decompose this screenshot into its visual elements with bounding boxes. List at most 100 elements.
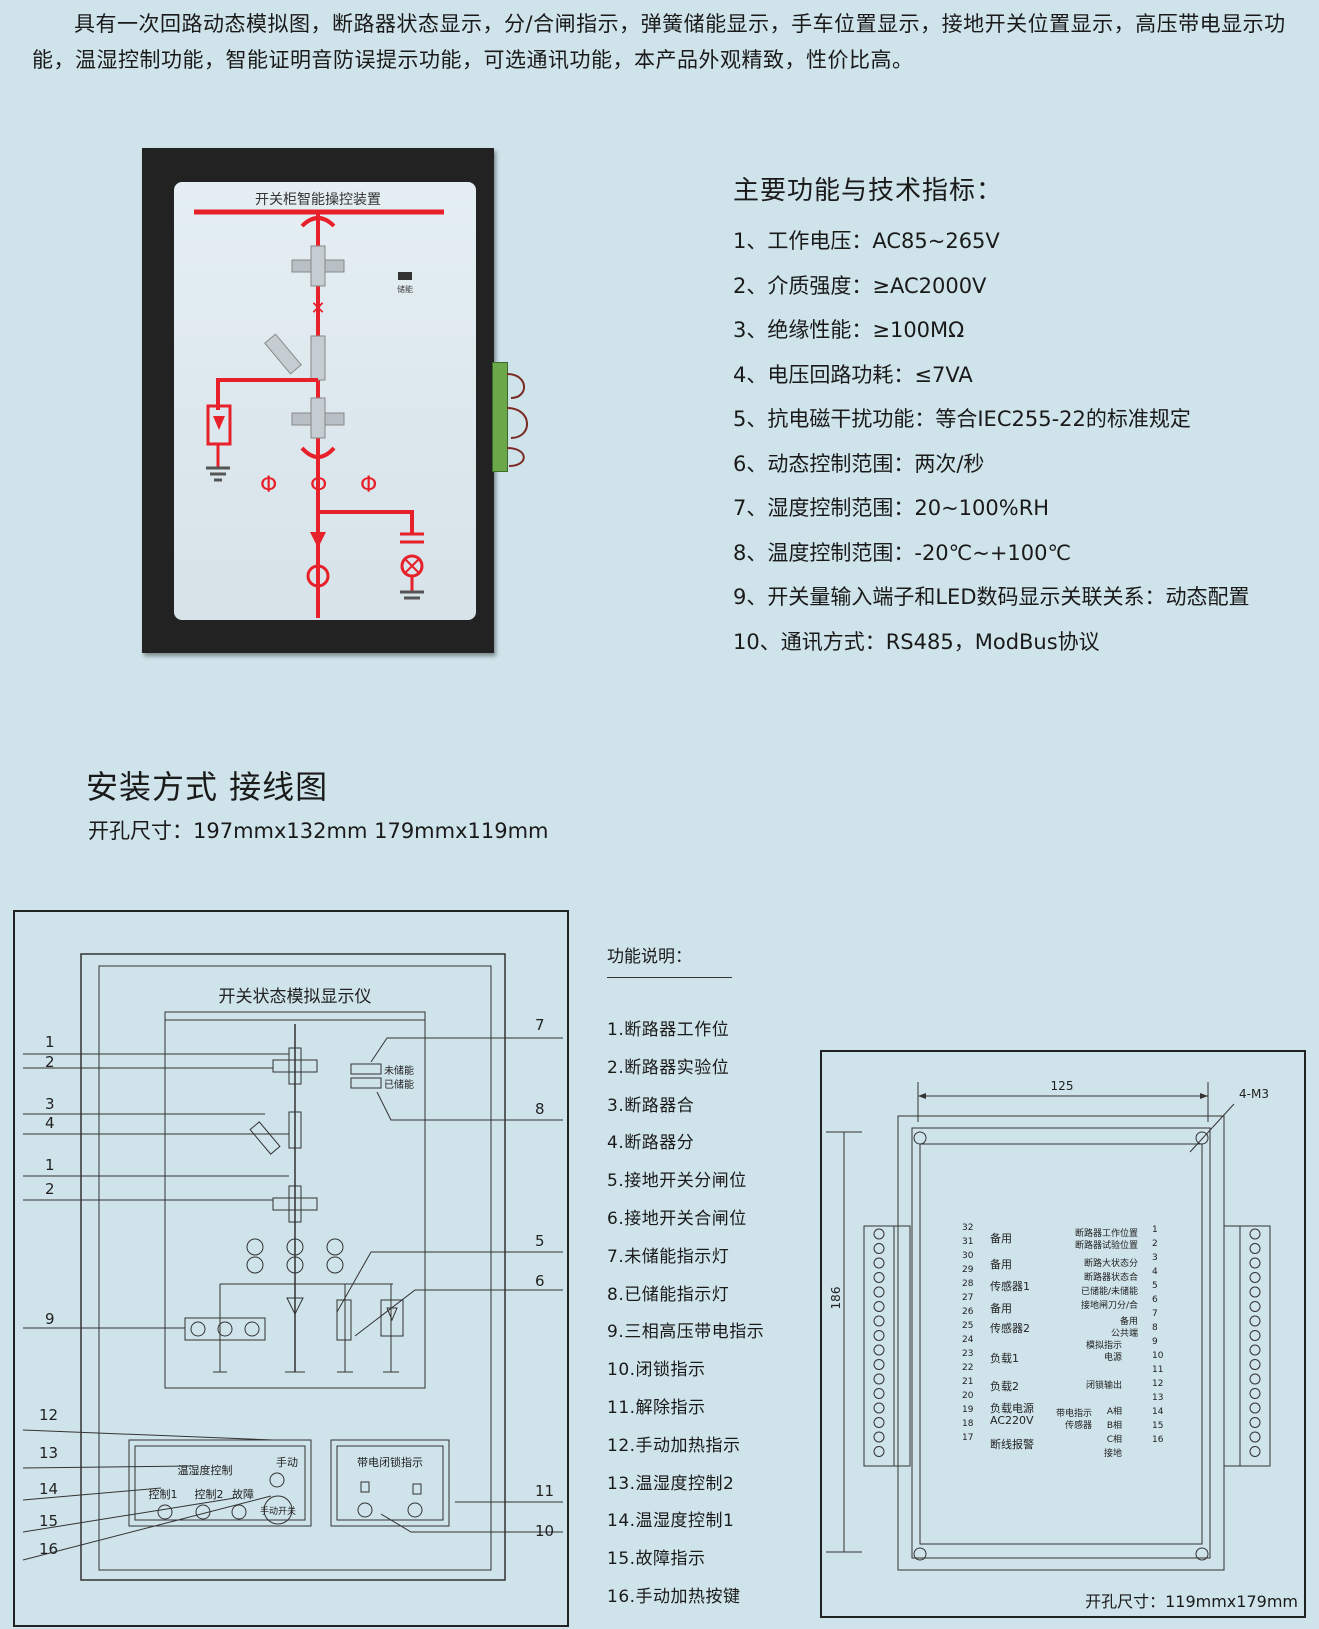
intro-paragraph: 具有一次回路动态模拟图，断路器状态显示，分/合闸指示，弹簧储能显示，手车位置显示… bbox=[32, 12, 1286, 72]
terminal-screw bbox=[1249, 1402, 1261, 1414]
num-label: 9 bbox=[45, 1310, 55, 1328]
term-label: 断路器状态合 bbox=[1084, 1271, 1138, 1283]
spec-title: 主要功能与技术指标： bbox=[733, 176, 1004, 206]
func-item: 15.故障指示 bbox=[607, 1549, 706, 1570]
spec-item: 6、动态控制范围：两次/秒 bbox=[733, 451, 985, 476]
term-label: 电源 bbox=[1104, 1351, 1122, 1363]
func-item: 14.温湿度控制1 bbox=[607, 1511, 735, 1532]
temp-ctrl-label: 温湿度控制 bbox=[178, 1463, 233, 1477]
svg-text:✕: ✕ bbox=[310, 298, 325, 319]
term-num: 5 bbox=[1152, 1281, 1158, 1291]
term-num: 17 bbox=[962, 1433, 973, 1443]
func-item: 3.断路器合 bbox=[607, 1095, 695, 1116]
wiring-diagram: 开关状态模拟显示仪 未储能 已储能 bbox=[13, 910, 569, 1627]
func-item: 6.接地开关合闸位 bbox=[607, 1208, 747, 1229]
term-num: 24 bbox=[962, 1335, 974, 1345]
func-item: 10.闭锁指示 bbox=[607, 1360, 706, 1381]
term-num: 4 bbox=[1152, 1267, 1158, 1277]
func-item: 12.手动加热指示 bbox=[607, 1435, 741, 1456]
num-label: 6 bbox=[535, 1272, 545, 1290]
wiring-svg: 开关状态模拟显示仪 未储能 已储能 bbox=[22, 953, 563, 1581]
term-num: 31 bbox=[962, 1237, 973, 1247]
terminal-screw bbox=[1249, 1301, 1261, 1312]
term-label: 接地 bbox=[1104, 1447, 1122, 1459]
screw-label: 4-M3 bbox=[1239, 1087, 1269, 1101]
term-num: 14 bbox=[1152, 1407, 1164, 1417]
terminal-diagram: 125 4-M3 186 32 31 30 29 28 27 26 25 24 … bbox=[820, 1050, 1306, 1618]
spec-item: 10、通讯方式：RS485，ModBus协议 bbox=[733, 629, 1100, 654]
spec-item: 8、温度控制范围：-20℃~+100℃ bbox=[733, 540, 1072, 565]
spec-item: 3、绝缘性能：≥100MΩ bbox=[733, 318, 965, 342]
func-item: 2.断路器实验位 bbox=[607, 1057, 730, 1078]
spec-item: 1、工作电压：AC85~265V bbox=[733, 229, 1000, 253]
term-label: 负载电源 bbox=[990, 1401, 1034, 1415]
terminal-screw bbox=[873, 1228, 885, 1240]
spec-list: 1、工作电压：AC85~265V 2、介质强度：≥AC2000V 3、绝缘性能：… bbox=[733, 219, 1250, 664]
func-item: 16.手动加热按键 bbox=[607, 1586, 741, 1607]
func-item: 4.断路器分 bbox=[607, 1133, 695, 1154]
func-divider bbox=[607, 977, 732, 978]
terminal-screw bbox=[1249, 1315, 1261, 1327]
uncharged-label: 未储能 bbox=[384, 1064, 414, 1077]
num-label: 16 bbox=[39, 1540, 58, 1558]
spec-item: 2、介质强度：≥AC2000V bbox=[733, 273, 987, 298]
term-num: 12 bbox=[1152, 1379, 1163, 1389]
term-num: 26 bbox=[962, 1307, 974, 1317]
terminal-screw bbox=[1249, 1359, 1261, 1370]
term-label: C相 bbox=[1107, 1433, 1122, 1445]
terminal-screw bbox=[873, 1359, 885, 1370]
terminal-screw bbox=[873, 1373, 885, 1385]
term-label: 公共端 bbox=[1111, 1327, 1138, 1339]
num-label: 2 bbox=[45, 1053, 55, 1071]
single-line-diagram: 开关柜智能操控装置 ✕ Φ Φ Φ 储能 bbox=[194, 192, 444, 618]
term-label: 传感器1 bbox=[990, 1280, 1030, 1293]
num-label: 10 bbox=[535, 1522, 554, 1540]
ctrl2-label: 控制2 bbox=[195, 1487, 224, 1501]
storage-label: 储能 bbox=[397, 284, 413, 294]
term-num: 3 bbox=[1152, 1253, 1158, 1263]
terminal-screw bbox=[873, 1402, 885, 1414]
func-list: 1.断路器工作位 2.断路器实验位 3.断路器合 4.断路器分 5.接地开关分闸… bbox=[607, 1012, 764, 1617]
func-item: 5.接地开关分闸位 bbox=[607, 1171, 747, 1192]
term-label: AC220V bbox=[990, 1414, 1034, 1427]
term-num: 30 bbox=[962, 1251, 974, 1261]
term-label: 备用 bbox=[1120, 1315, 1138, 1327]
term-label: 模拟指示 bbox=[1086, 1339, 1122, 1351]
terminal-screw bbox=[1249, 1257, 1261, 1269]
terminal-screw bbox=[1249, 1388, 1261, 1399]
terminal-cutout-note: 开孔尺寸：119mmx179mm bbox=[1085, 1592, 1298, 1611]
term-num: 7 bbox=[1152, 1309, 1158, 1319]
num-label: 11 bbox=[535, 1482, 554, 1500]
num-label: 1 bbox=[45, 1033, 55, 1051]
terminal-screw bbox=[873, 1315, 885, 1327]
term-label: 断路大状态分 bbox=[1084, 1257, 1138, 1269]
term-label: 接地闸刀分/合 bbox=[1081, 1299, 1138, 1311]
term-label: 断线报警 bbox=[990, 1437, 1034, 1451]
term-num: 19 bbox=[962, 1405, 974, 1415]
dim-width: 125 bbox=[1051, 1079, 1074, 1093]
num-label: 7 bbox=[535, 1016, 545, 1034]
terminal-screw bbox=[1249, 1446, 1261, 1457]
terminal-screw bbox=[1249, 1344, 1261, 1356]
install-title: 安装方式 接线图 bbox=[86, 768, 329, 806]
func-item: 1.断路器工作位 bbox=[607, 1020, 730, 1040]
wiring-title: 开关状态模拟显示仪 bbox=[219, 987, 372, 1007]
terminal-screw bbox=[873, 1344, 885, 1356]
term-num: 28 bbox=[962, 1279, 974, 1289]
term-label: 传感器 bbox=[1065, 1419, 1092, 1431]
term-num: 11 bbox=[1152, 1365, 1163, 1375]
term-num: 8 bbox=[1152, 1323, 1158, 1333]
wires bbox=[506, 373, 528, 467]
term-num: 2 bbox=[1152, 1239, 1158, 1249]
term-label: 备用 bbox=[990, 1257, 1012, 1271]
func-item: 11.解除指示 bbox=[607, 1397, 706, 1418]
terminal-screw bbox=[1249, 1417, 1261, 1428]
term-num: 9 bbox=[1152, 1337, 1158, 1347]
num-label: 14 bbox=[39, 1480, 58, 1498]
term-label: 断路器工作位置 bbox=[1075, 1227, 1138, 1239]
terminal-svg: 125 4-M3 186 32 31 30 29 28 27 26 25 24 … bbox=[826, 1079, 1271, 1571]
terminal-screw bbox=[1249, 1243, 1261, 1254]
term-num: 18 bbox=[962, 1419, 974, 1429]
spec-item: 7、湿度控制范围：20~100%RH bbox=[733, 496, 1050, 520]
fault-label: 故障 bbox=[232, 1487, 254, 1501]
